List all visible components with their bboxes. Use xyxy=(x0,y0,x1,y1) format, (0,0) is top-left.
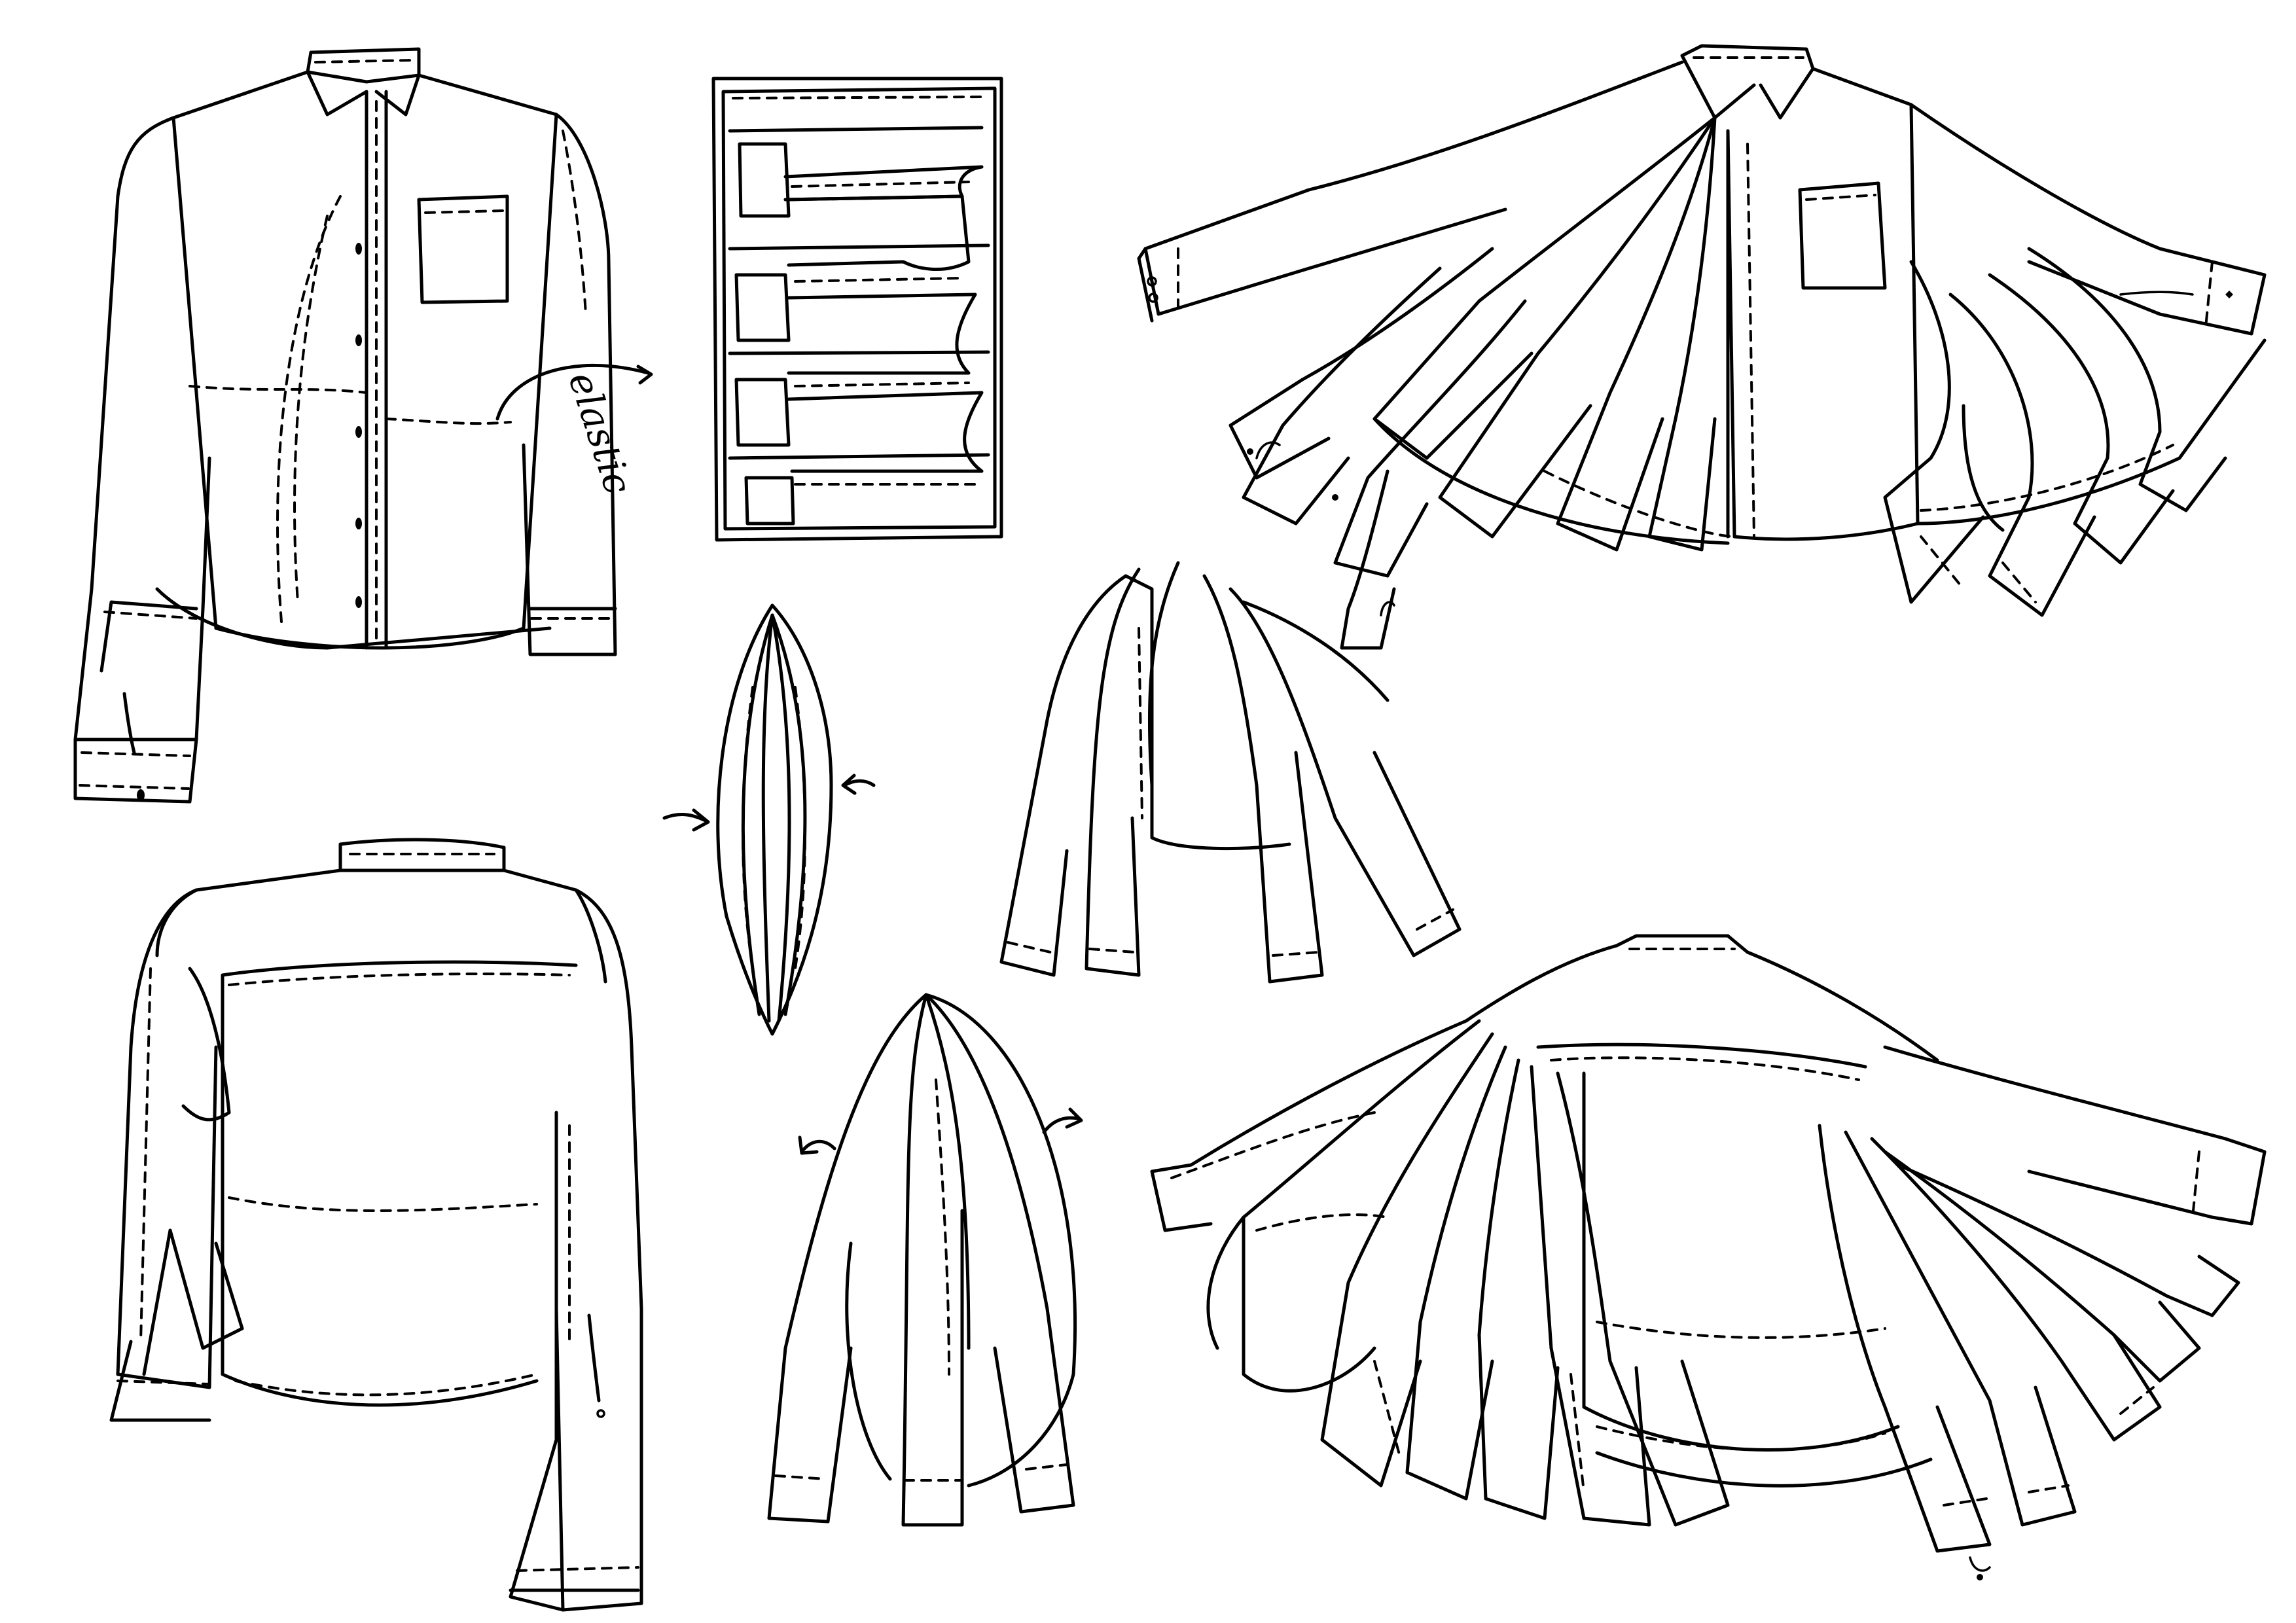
shirt-front-icon xyxy=(73,47,653,804)
shirt-expanded-back-icon xyxy=(1150,934,2267,1580)
shirt-back-icon xyxy=(109,838,643,1612)
folded-panel-icon xyxy=(711,77,1003,542)
pleat-bundle-icon xyxy=(662,603,876,1036)
sleeve-fan-icon xyxy=(999,561,1462,984)
shirt-expanded-front-icon xyxy=(1137,44,2267,650)
pleat-spread-icon xyxy=(767,993,1083,1527)
